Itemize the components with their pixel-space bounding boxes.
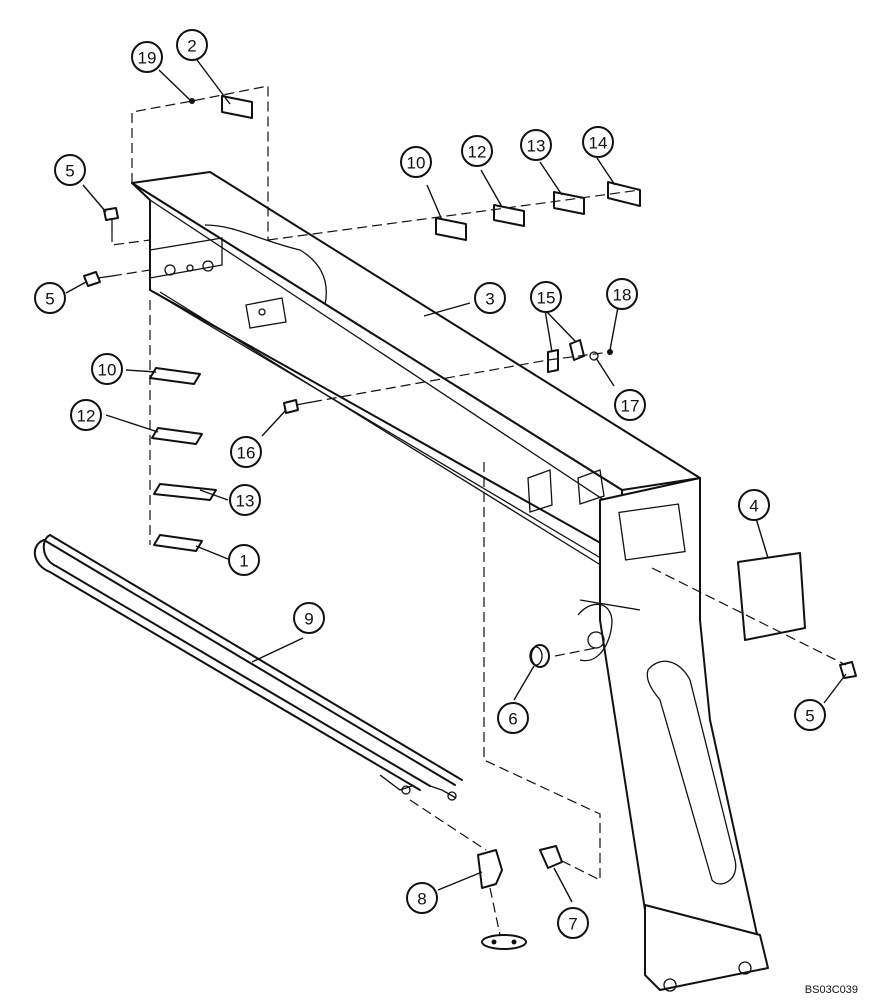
bolts xyxy=(83,207,857,679)
callout-9: 9 xyxy=(293,602,325,634)
callout-label: 6 xyxy=(508,710,517,729)
callout-label: 5 xyxy=(45,290,54,309)
callout-6: 6 xyxy=(497,702,529,734)
callout-17: 17 xyxy=(614,389,646,421)
boom-frame xyxy=(131,171,701,573)
callout-label: 13 xyxy=(527,137,546,156)
callout-label: 18 xyxy=(613,286,632,305)
callout-label: 14 xyxy=(589,134,608,153)
callout-label: 7 xyxy=(568,915,577,934)
callout-label: 10 xyxy=(98,361,117,380)
callout-label: 4 xyxy=(749,497,758,516)
callout-label: 12 xyxy=(468,143,487,162)
callout-label: 12 xyxy=(77,407,96,426)
callout-1: 1 xyxy=(228,544,260,576)
callout-18: 18 xyxy=(606,278,638,310)
callout-label: 3 xyxy=(485,290,494,309)
callout-5: 5 xyxy=(794,699,826,731)
callout-label: 10 xyxy=(407,154,426,173)
clip-hardware xyxy=(189,98,613,373)
callout-5: 5 xyxy=(34,282,66,314)
callout-label: 1 xyxy=(239,552,248,571)
callout-label: 2 xyxy=(187,37,196,56)
leader-lines xyxy=(65,59,847,903)
callout-3: 3 xyxy=(474,282,506,314)
callout-19: 19 xyxy=(131,41,163,73)
cable-harness xyxy=(34,534,463,801)
callout-2: 2 xyxy=(176,29,208,61)
callout-10: 10 xyxy=(400,146,432,178)
callout-10: 10 xyxy=(91,353,123,385)
callout-13: 13 xyxy=(229,484,261,516)
bushing xyxy=(529,644,550,668)
callout-label: 16 xyxy=(237,444,256,463)
callout-label: 15 xyxy=(537,289,556,308)
boom-arm xyxy=(577,477,769,992)
callout-label: 9 xyxy=(304,610,313,629)
shim-stack-left xyxy=(149,367,217,552)
callout-label: 5 xyxy=(65,162,74,181)
callout-14: 14 xyxy=(582,126,614,158)
callout-7: 7 xyxy=(557,907,589,939)
connectors xyxy=(477,845,563,950)
callout-label: 13 xyxy=(236,492,255,511)
drawing-code: BS03C039 xyxy=(804,984,858,996)
decal-plate xyxy=(737,552,806,641)
callout-12: 12 xyxy=(461,135,493,167)
callout-label: 5 xyxy=(805,707,814,726)
shim-row-top xyxy=(221,95,641,241)
callout-13: 13 xyxy=(520,129,552,161)
callout-label: 8 xyxy=(417,890,426,909)
callout-15: 15 xyxy=(530,281,562,313)
callout-label: 19 xyxy=(138,49,157,68)
callout-4: 4 xyxy=(738,489,770,521)
callout-label: 17 xyxy=(621,397,640,416)
callout-16: 16 xyxy=(230,436,262,468)
assembly-lines xyxy=(111,85,847,936)
callout-8: 8 xyxy=(406,882,438,914)
callout-5: 5 xyxy=(54,154,86,186)
callout-12: 12 xyxy=(70,399,102,431)
